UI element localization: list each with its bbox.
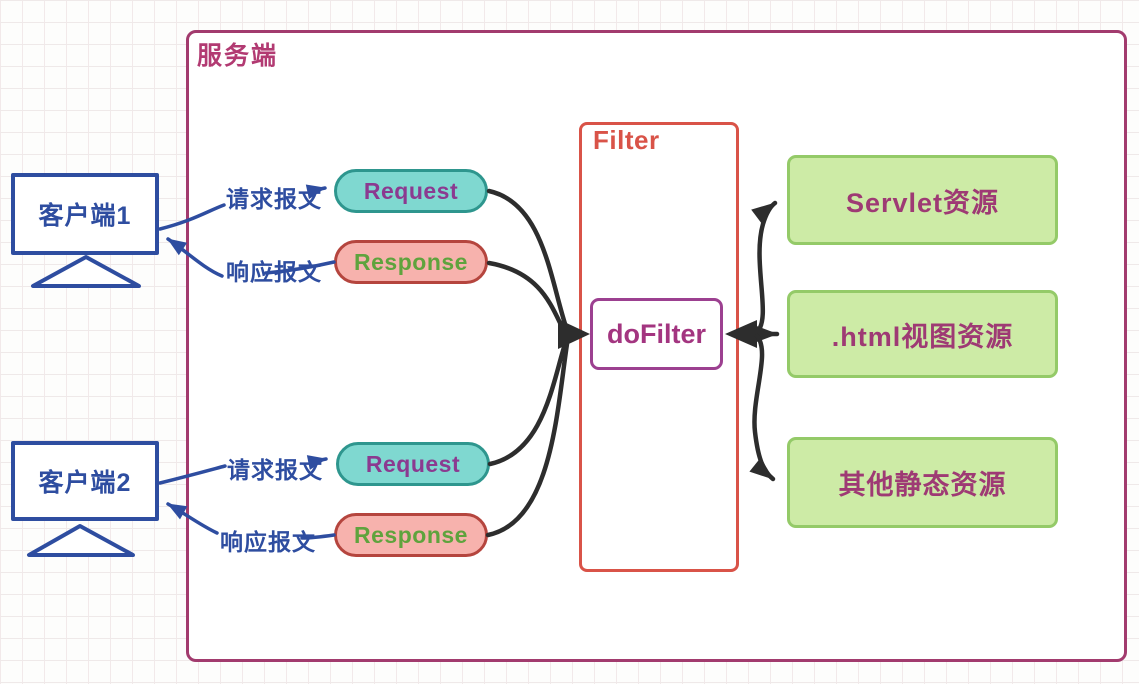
server-title: 服务端 — [197, 42, 279, 70]
resource-servlet: Servlet资源 — [787, 155, 1058, 245]
client2-request-label: 请求报文 — [227, 457, 323, 483]
client1-node: 客户端1 — [11, 173, 159, 255]
resource-html-view: .html视图资源 — [787, 290, 1058, 378]
filter-title: Filter — [593, 125, 660, 155]
response-pill-2: Response — [334, 513, 488, 557]
client2-response-label: 响应报文 — [220, 529, 316, 555]
client1-request-label: 请求报文 — [226, 186, 322, 212]
client1-stand-icon — [31, 255, 141, 288]
resource-static: 其他静态资源 — [787, 437, 1058, 528]
client2-stand-icon — [27, 524, 135, 557]
client2-node: 客户端2 — [11, 441, 159, 521]
response-pill-1: Response — [334, 240, 488, 284]
request-pill-2: Request — [336, 442, 490, 486]
client1-response-label: 响应报文 — [226, 259, 322, 285]
dofilter-node: doFilter — [590, 298, 723, 370]
request-pill-1: Request — [334, 169, 488, 213]
